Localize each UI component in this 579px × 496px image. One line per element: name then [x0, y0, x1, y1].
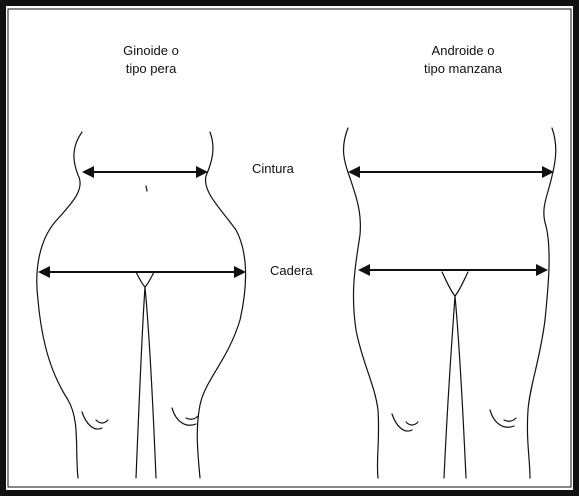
inner-border — [8, 9, 571, 487]
gynoid-title-line2: tipo pera — [96, 60, 206, 78]
android-title-line2: tipo manzana — [398, 60, 528, 78]
gynoid-title-line1: Ginoide o — [96, 42, 206, 60]
android-figure — [344, 128, 556, 478]
android-title-line1: Androide o — [398, 42, 528, 60]
waist-label: Cintura — [252, 160, 294, 178]
gynoid-title: Ginoide o tipo pera — [96, 42, 206, 78]
hip-label: Cadera — [270, 262, 313, 280]
android-title: Androide o tipo manzana — [398, 42, 528, 78]
gynoid-figure — [37, 132, 246, 478]
